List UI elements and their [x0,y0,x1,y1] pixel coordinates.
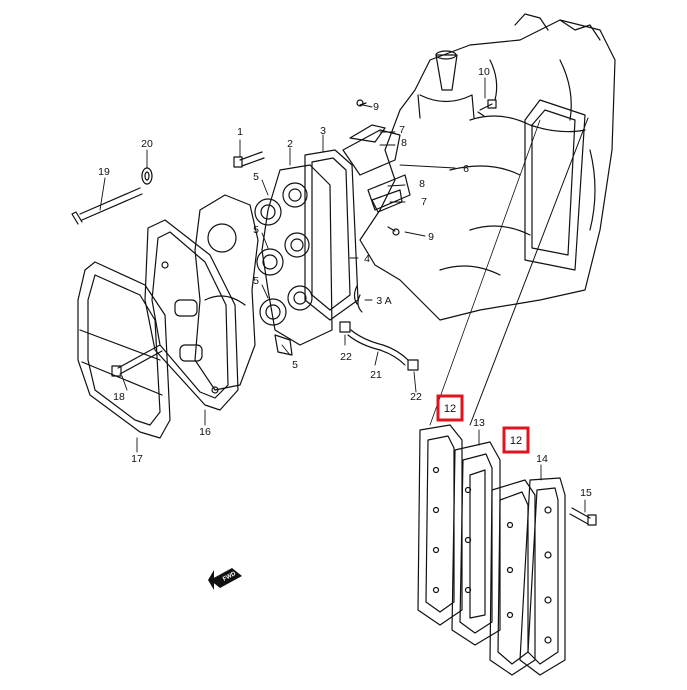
callout-21: 21 [370,369,382,381]
callout-22a: 22 [340,351,352,363]
callout-8b: 8 [419,178,425,190]
callout-2: 2 [287,138,293,150]
bolt-18-drawing [111,344,163,377]
highlight-box-12b: 12 [502,426,530,454]
callout-12a: 12 [444,403,456,415]
callout-9b: 9 [428,231,434,243]
callout-10: 10 [478,66,490,78]
callout-9a: 9 [373,101,379,113]
washer-20-drawing [141,167,153,185]
intake-manifold-drawing [254,164,333,356]
bolt-15-drawing [569,507,597,526]
callout-7a: 7 [399,124,405,136]
callout-17: 17 [131,453,143,465]
callout-15: 15 [580,487,592,499]
bolt-19-drawing [71,187,143,225]
callout-5a: 5 [253,171,259,183]
callout-22b: 22 [410,391,422,403]
callout-1: 1 [237,126,243,138]
callout-3A: 3 A [376,295,391,307]
callout-3: 3 [320,125,326,137]
callout-5c: 5 [253,275,259,287]
callout-5b: 5 [253,224,259,236]
cover-plate-16-drawing [144,219,239,411]
callout-12b: 12 [510,435,522,447]
callout-19: 19 [98,166,110,178]
highlight-box-12a: 12 [436,394,464,422]
callout-5d: 5 [292,359,298,371]
hose-21-drawing [339,285,419,371]
cover-14-drawing [519,477,566,676]
callout-14: 14 [536,453,548,465]
callout-4: 4 [364,253,370,265]
reed-valve-drawing [342,99,411,236]
bolt-10-drawing [477,99,497,117]
gasket-12-left-drawing [417,424,463,626]
cover-17-drawing [77,261,171,439]
callout-18: 18 [113,391,125,403]
engine-block-drawing [359,13,616,321]
callout-20: 20 [141,138,153,150]
callout-13: 13 [473,417,485,429]
callout-6: 6 [463,163,469,175]
callout-16: 16 [199,426,211,438]
callout-8a: 8 [401,137,407,149]
bolt-1-drawing [233,151,265,168]
cover-13-drawing [451,441,501,646]
carburetor-body-drawing [194,194,259,391]
callout-7b: 7 [421,196,427,208]
fwd-arrow-icon: FWD [208,568,242,590]
